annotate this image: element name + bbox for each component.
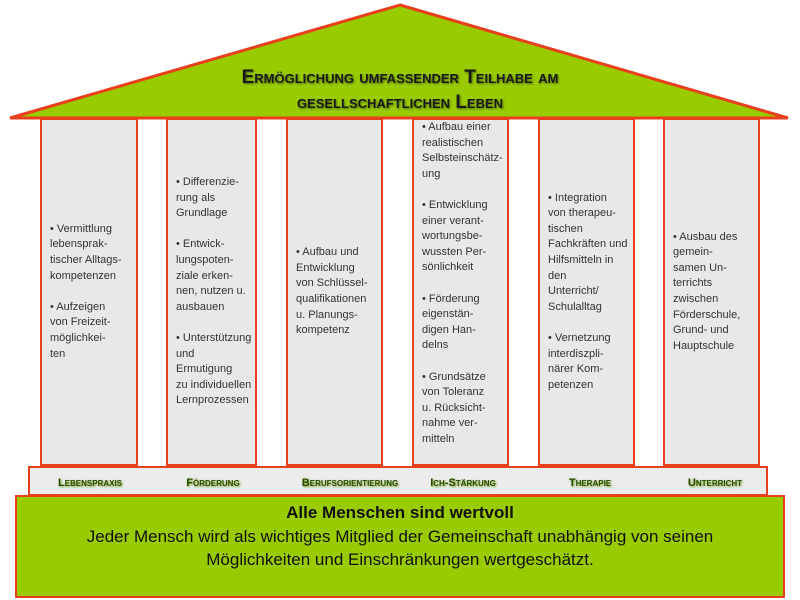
label-ich-staerkung: Ich-Stärkung	[430, 477, 496, 489]
pillar-foerderung: • Differenzie- rung als Grundlage • Entw…	[166, 118, 257, 466]
foundation: Alle Menschen sind wertvoll Jeder Mensch…	[15, 495, 785, 598]
pillar-text: • Ausbau des gemein- samen Un- terrichts…	[673, 230, 741, 352]
label-therapie: Therapie	[568, 477, 612, 489]
label-lebenspraxis: Lebenspraxis	[57, 477, 123, 489]
pillar-lebenspraxis: • Vermittlung lebensprak- tischer Alltag…	[40, 118, 138, 466]
label-berufsorientierung: Berufsorientierung	[301, 477, 399, 489]
roof-title-line1: Ermöglichung umfassender Teilhabe am	[241, 67, 559, 88]
foundation-heading: Alle Menschen sind wertvoll	[286, 503, 514, 522]
pillar-unterricht: • Ausbau des gemein- samen Un- terrichts…	[663, 118, 760, 466]
pillar-berufsorientierung: • Aufbau und Entwicklung von Schlüssel- …	[286, 118, 383, 466]
foundation-text: Jeder Mensch wird als wichtiges Mitglied…	[86, 527, 714, 569]
pillar-text: • Aufbau und Entwicklung von Schlüssel- …	[296, 246, 368, 337]
pillar-ich-staerkung: • Aufbau einer realistischen Selbsteinsc…	[412, 118, 509, 466]
pillar-text: • Aufbau einer realistischen Selbsteinsc…	[422, 121, 503, 445]
pillar-label-band: Lebenspraxis Förderung Berufsorientierun…	[28, 466, 768, 496]
roof	[9, 3, 789, 120]
label-unterricht: Unterricht	[687, 477, 743, 489]
pillar-text: • Differenzie- rung als Grundlage • Entw…	[176, 176, 252, 407]
pillar-text: • Integration von therapeu- tischen Fach…	[548, 191, 628, 391]
label-foerderung: Förderung	[186, 477, 240, 489]
roof-title-line2: gesellschaftlichen Leben	[296, 92, 504, 113]
pillar-therapie: • Integration von therapeu- tischen Fach…	[538, 118, 635, 466]
pillar-text: • Vermittlung lebensprak- tischer Alltag…	[50, 222, 122, 360]
